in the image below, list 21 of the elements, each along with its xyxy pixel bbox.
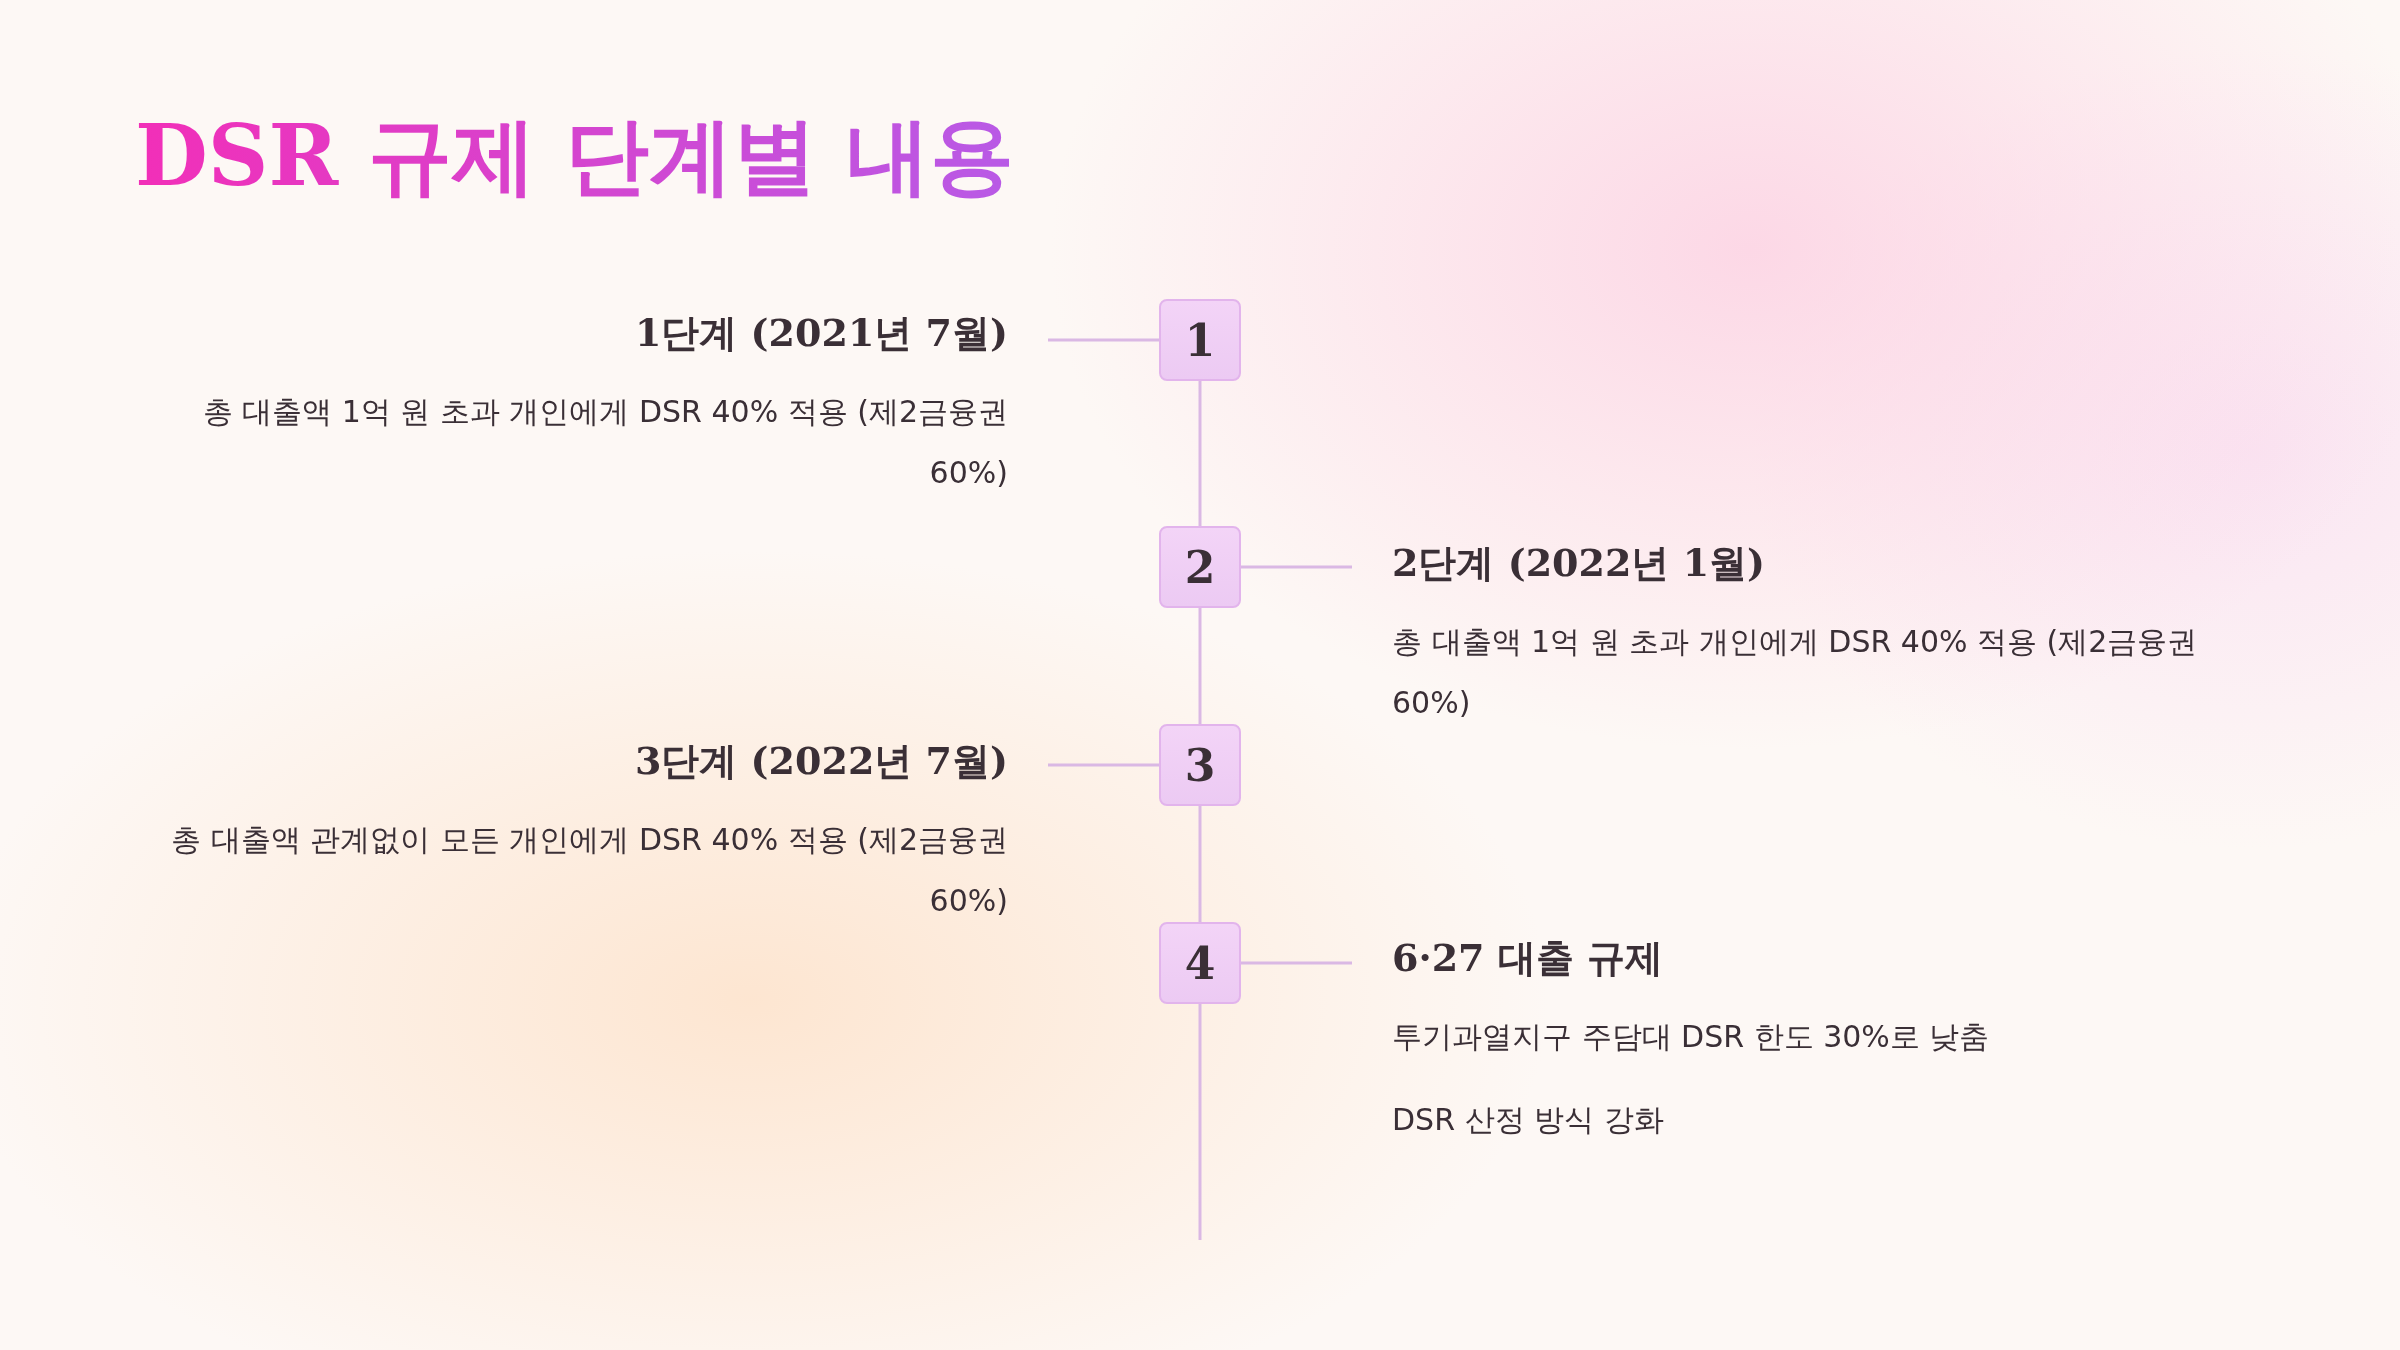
connector-line (1241, 961, 1352, 965)
stage-description: DSR 산정 방식 강화 (1392, 1101, 1665, 1139)
connector-line (1198, 806, 1202, 922)
stage-description: 투기과열지구 주담대 DSR 한도 30%로 낮춤 (1392, 1018, 1991, 1056)
step-number-box: 4 (1159, 922, 1241, 1004)
stage-description: 총 대출액 1억 원 초과 개인에게 DSR 40% 적용 (제2금융권 60%) (1392, 623, 2199, 722)
step-number-box: 2 (1159, 526, 1241, 608)
stage-heading: 3단계 (2022년 7월) (633, 737, 1008, 785)
stage-heading: 1단계 (2021년 7월) (633, 309, 1008, 357)
step-number-box: 1 (1159, 299, 1241, 381)
stage-description: 총 대출액 1억 원 초과 개인에게 DSR 40% 적용 (제2금융권 60%) (201, 393, 1008, 492)
step-number-box: 3 (1159, 724, 1241, 806)
connector-line (1241, 565, 1352, 569)
connector-line (1048, 338, 1159, 342)
connector-line (1198, 608, 1202, 724)
stage-heading: 6·27 대출 규제 (1392, 934, 1664, 982)
connector-line (1048, 763, 1159, 767)
stage-heading: 2단계 (2022년 1월) (1392, 539, 1767, 587)
connector-line (1198, 381, 1202, 526)
connector-line (1198, 1004, 1202, 1240)
stage-description: 총 대출액 관계없이 모든 개인에게 DSR 40% 적용 (제2금융권 60%) (170, 821, 1008, 920)
